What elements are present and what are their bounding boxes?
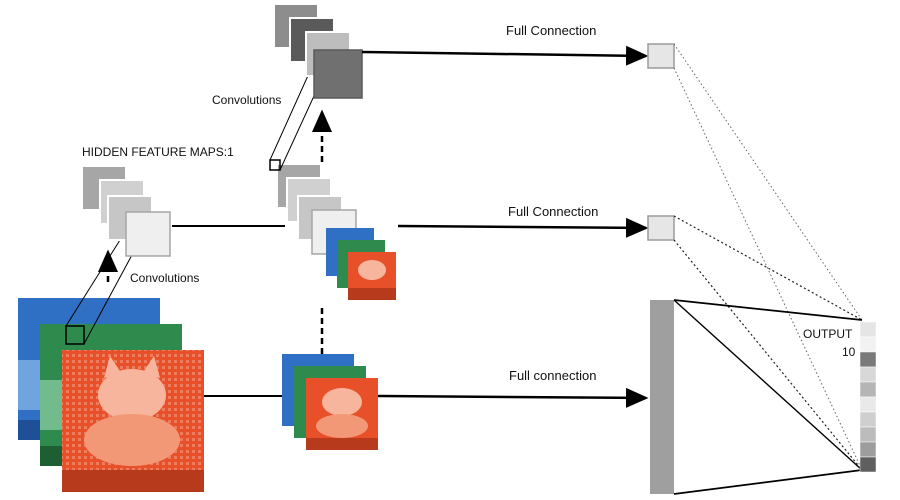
cat-ear-left bbox=[104, 356, 122, 378]
output-cell bbox=[859, 426, 877, 443]
output-cell bbox=[859, 411, 877, 428]
input-red-channel bbox=[62, 350, 204, 492]
output-cell bbox=[859, 351, 877, 368]
fc-node-middle bbox=[647, 215, 675, 241]
output-cell bbox=[859, 336, 877, 353]
top-feature-maps bbox=[273, 3, 363, 99]
cat-ear-right bbox=[142, 356, 160, 378]
hidden-feature-maps-left bbox=[81, 165, 171, 257]
middle-small-cat-stack bbox=[326, 228, 396, 300]
convolutions-top-label: Convolutions bbox=[212, 93, 281, 107]
full-connection-middle-label: Full Connection bbox=[508, 204, 598, 219]
cat-body bbox=[84, 414, 180, 466]
hidden-feature-maps-label: HIDDEN FEATURE MAPS:1 bbox=[82, 145, 234, 159]
bottom-small-cat-stack bbox=[282, 354, 378, 450]
full-connection-bottom-label: Full connection bbox=[509, 368, 596, 383]
cat-head bbox=[98, 369, 166, 421]
full-connection-arrow-top bbox=[361, 45, 649, 66]
full-connection-top-label: Full Connection bbox=[506, 23, 596, 38]
output-cell bbox=[859, 381, 877, 398]
output-cell bbox=[859, 321, 877, 338]
full-connection-arrow-middle bbox=[397, 217, 649, 238]
full-connection-arrow-bottom bbox=[377, 387, 649, 408]
output-cell bbox=[859, 456, 877, 473]
input-image-stack bbox=[18, 298, 204, 492]
receptive-field-box bbox=[65, 325, 85, 345]
fc-bar-bottom bbox=[650, 300, 674, 494]
convolutions-left-label: Convolutions bbox=[130, 271, 199, 285]
output-count: 10 bbox=[842, 345, 856, 359]
output-cell bbox=[859, 396, 877, 413]
fc-node-top bbox=[647, 43, 675, 69]
receptive-field-box-middle bbox=[269, 159, 281, 171]
output-cell bbox=[859, 441, 877, 458]
output-cell bbox=[859, 366, 877, 383]
output-vector bbox=[859, 321, 877, 473]
output-connections bbox=[673, 43, 863, 495]
output-label: OUTPUT bbox=[803, 327, 853, 341]
